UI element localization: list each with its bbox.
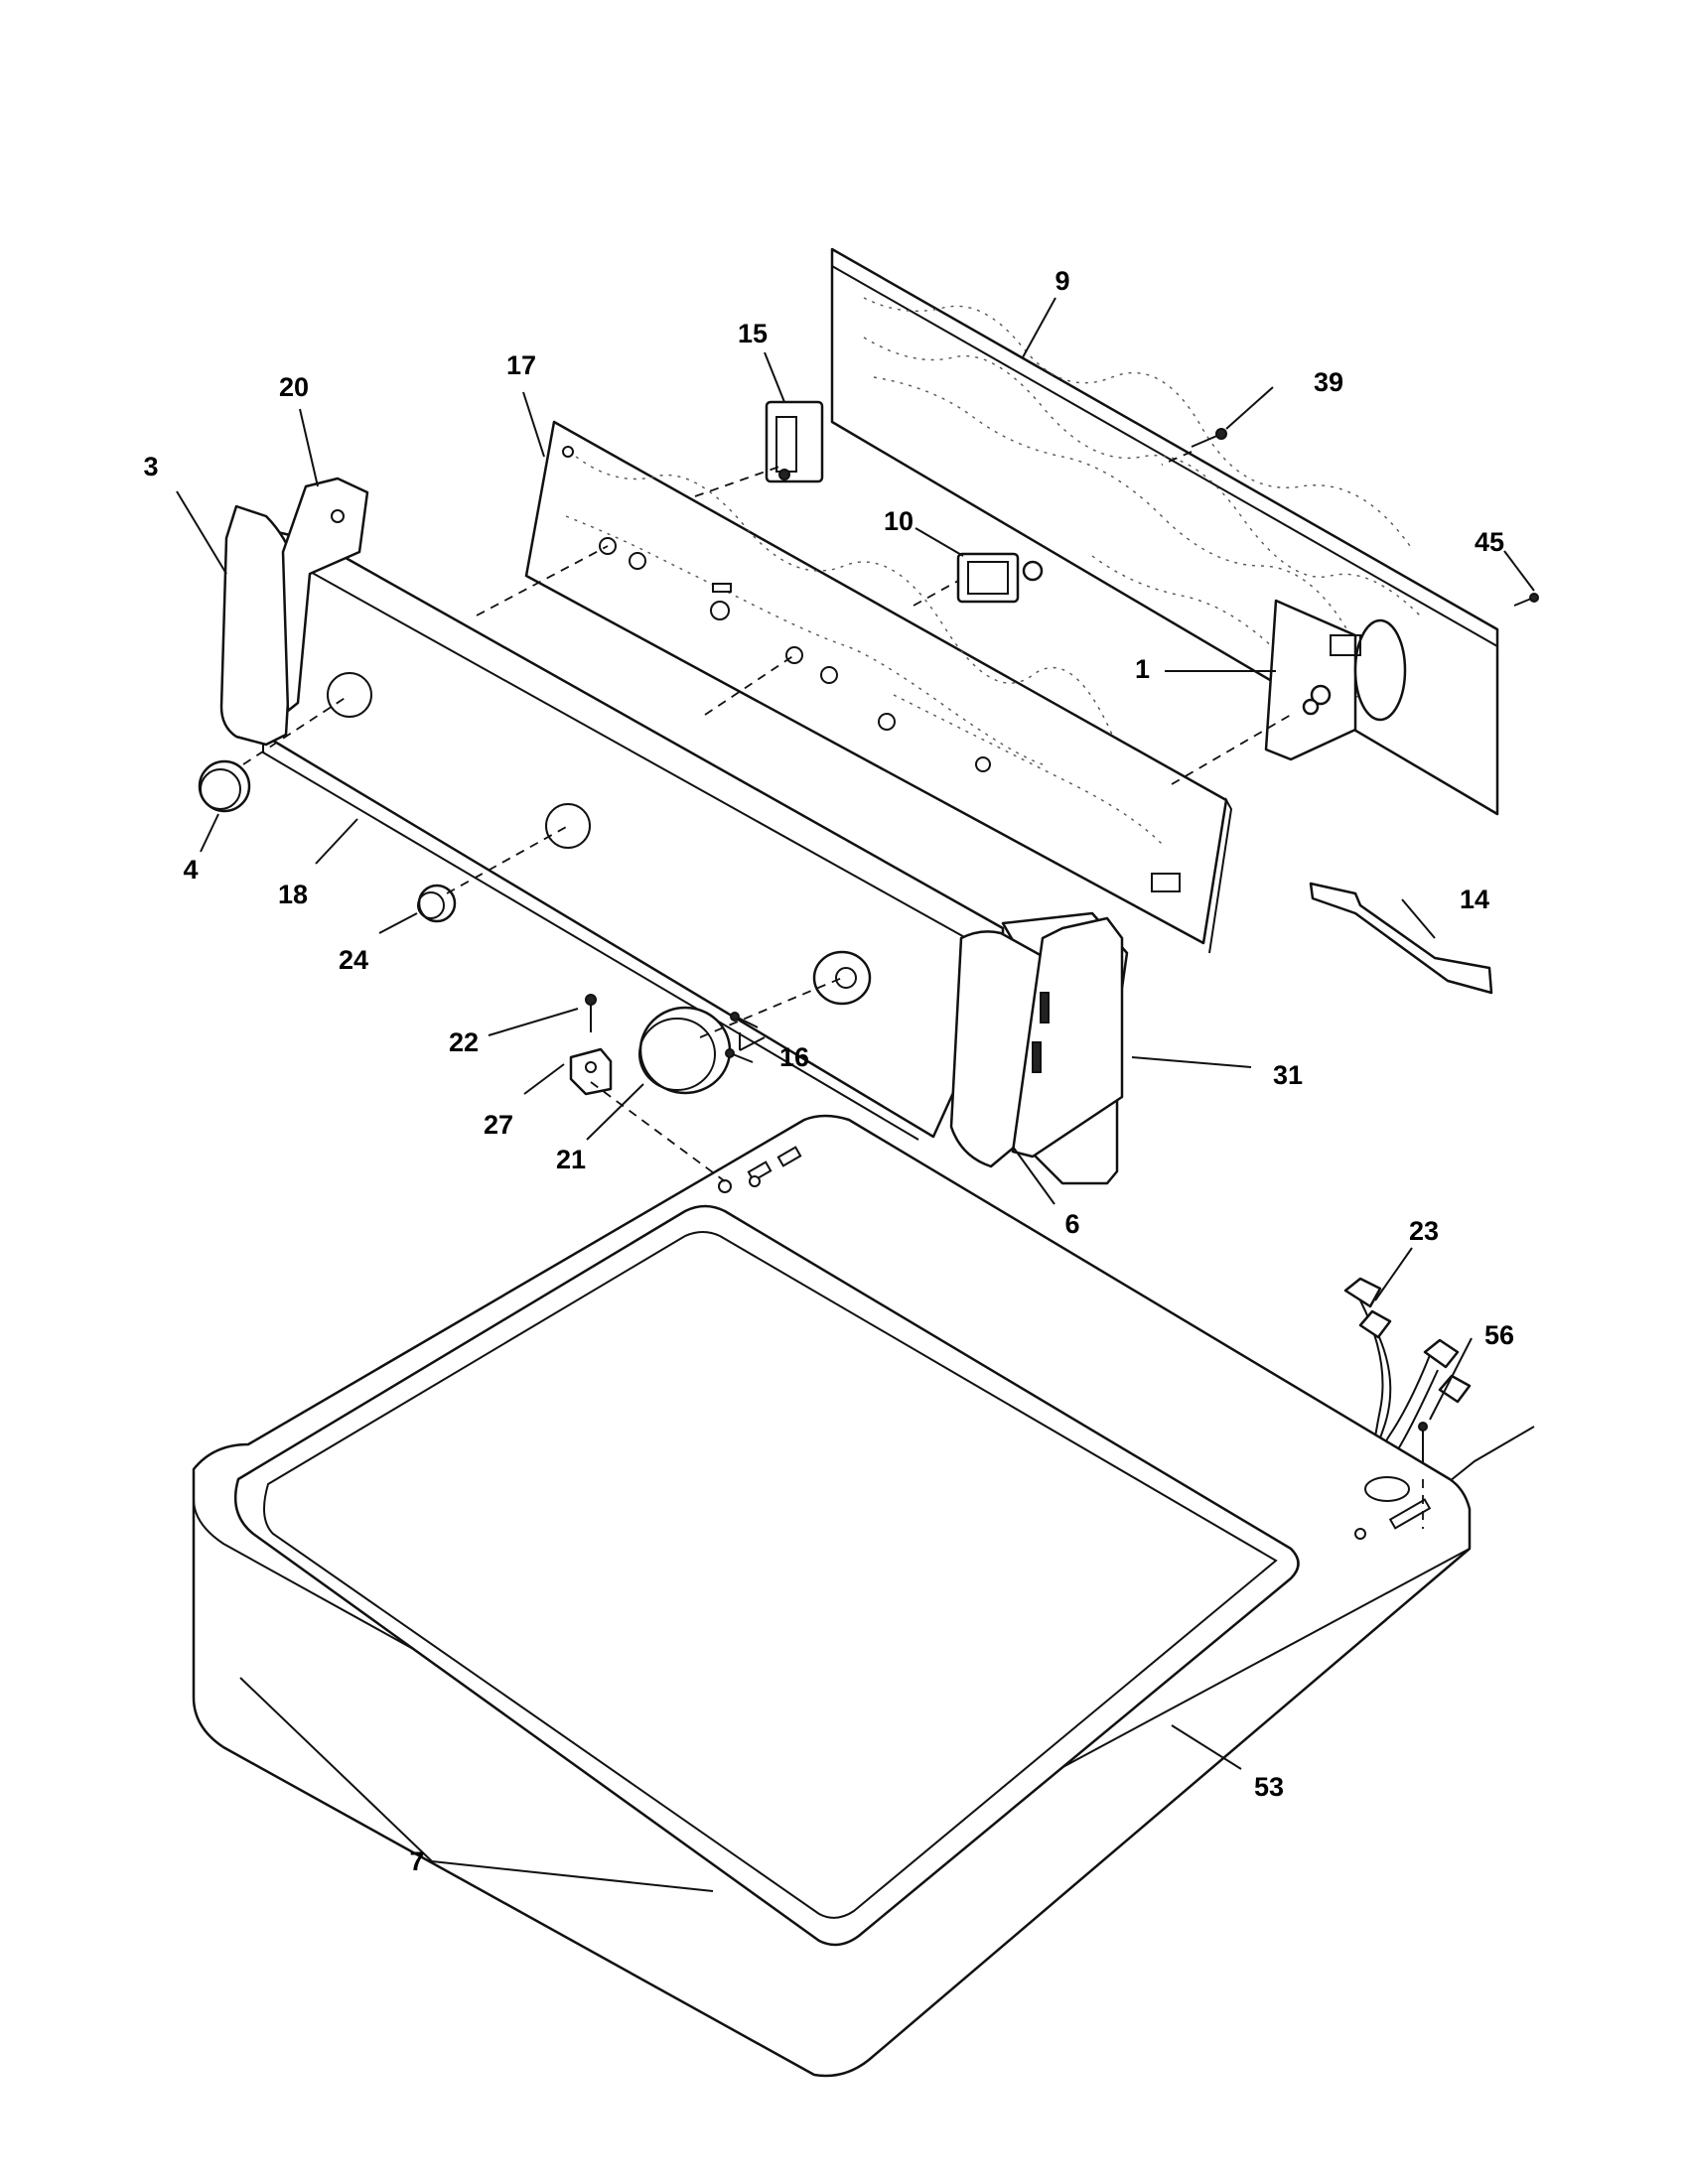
screws-16 [725, 1012, 759, 1063]
leader-lines [176, 297, 1535, 1892]
right-bracket [1011, 916, 1124, 1159]
assembly-lines [242, 451, 1424, 1529]
callout-31: 31 [1273, 1060, 1303, 1090]
timer-1 [1264, 599, 1407, 761]
callout-22: 22 [449, 1027, 479, 1057]
screw-45 [1513, 593, 1539, 607]
callout-3: 3 [143, 452, 158, 481]
left-bracket [281, 477, 369, 713]
callout-20: 20 [279, 372, 309, 402]
knob-large [638, 1006, 732, 1095]
callout-18: 18 [278, 880, 308, 909]
knob-left [198, 759, 251, 813]
knob-small-collar [417, 884, 457, 923]
callout-15: 15 [738, 319, 768, 348]
callout-17: 17 [506, 350, 536, 380]
control-panel [524, 420, 1233, 954]
callout-39: 39 [1314, 367, 1343, 397]
screw-39 [1191, 428, 1227, 448]
callout-4: 4 [183, 855, 198, 885]
cabinet-top [192, 1114, 1472, 2078]
callout-10: 10 [884, 506, 914, 536]
callout-7: 7 [409, 1846, 424, 1876]
left-end-cap [219, 504, 298, 747]
callout-1: 1 [1135, 654, 1150, 684]
callout-labels: 1 3 4 6 7 9 10 14 15 16 17 18 20 21 22 2… [143, 266, 1514, 1876]
callout-53: 53 [1254, 1772, 1284, 1802]
callout-45: 45 [1475, 527, 1504, 557]
callout-14: 14 [1460, 885, 1489, 914]
screw-22 [585, 994, 597, 1032]
callout-24: 24 [339, 945, 368, 975]
callout-16: 16 [779, 1042, 809, 1072]
callout-27: 27 [484, 1110, 513, 1140]
switch-15 [765, 400, 824, 483]
callout-21: 21 [556, 1145, 586, 1174]
switch-10 [956, 552, 1044, 604]
bracket-27 [569, 1047, 613, 1096]
strip-14 [1309, 882, 1493, 995]
callout-6: 6 [1064, 1209, 1079, 1239]
callout-56: 56 [1484, 1320, 1514, 1350]
callout-23: 23 [1409, 1216, 1439, 1246]
callout-9: 9 [1055, 266, 1069, 296]
